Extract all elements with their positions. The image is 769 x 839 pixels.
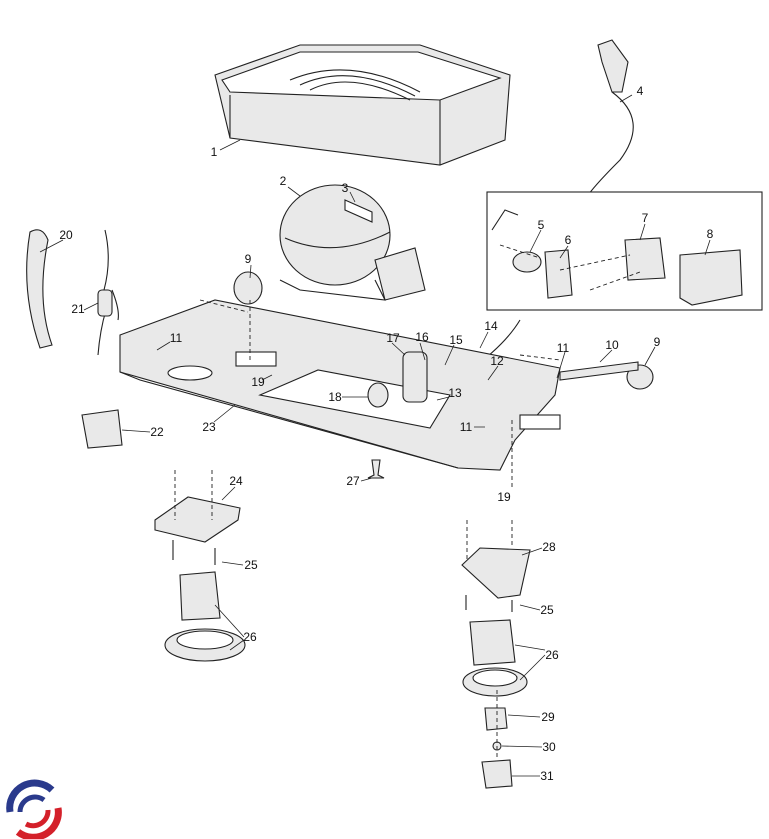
part-fan-motor [233,271,263,305]
callout-17: 17 [386,331,400,345]
callout-28: 28 [542,540,556,554]
part-rod [559,361,639,381]
part-foot [367,459,385,479]
callout-2: 2 [279,174,287,188]
callout-8: 8 [706,227,714,241]
part-left-foot-assembly [154,470,246,662]
callout-30: 30 [542,740,556,754]
part-compressor [279,184,426,301]
part-grommet [367,382,389,408]
part-base-plate [119,299,561,471]
callout-9b: 9 [653,335,661,349]
callout-12: 12 [490,354,504,368]
callout-3: 3 [341,181,349,195]
callout-19b: 19 [497,490,511,504]
callout-14: 14 [484,319,498,333]
part-inset-components [491,209,743,306]
callout-15: 15 [449,333,463,347]
callout-25: 25 [244,558,258,572]
callout-24: 24 [229,474,243,488]
part-filter [402,351,428,403]
part-drip-tray [214,44,511,166]
callout-13: 13 [448,386,462,400]
callout-11: 11 [169,331,183,345]
callout-6: 6 [564,233,572,247]
callout-21: 21 [71,302,85,316]
callout-27: 27 [346,474,360,488]
callout-16: 16 [415,330,429,344]
callout-31: 31 [540,769,554,783]
callout-7: 7 [641,211,649,225]
callout-11b: 11 [556,341,570,355]
callout-10: 10 [605,338,619,352]
callout-26: 26 [243,630,257,644]
callout-1: 1 [210,145,218,159]
callout-19: 19 [251,375,265,389]
callout-5: 5 [537,218,545,232]
part-gasket-strip [26,229,53,349]
callout-18: 18 [328,390,342,404]
callout-11c: 11 [459,420,473,434]
callout-22: 22 [150,425,164,439]
brand-logo [6,779,62,839]
part-clip [81,409,123,449]
callout-26b: 26 [545,648,559,662]
callout-20: 20 [59,228,73,242]
callout-4: 4 [636,84,644,98]
part-right-foot-assembly [461,520,531,789]
callout-23: 23 [202,420,216,434]
callout-29: 29 [541,710,555,724]
callout-25b: 25 [540,603,554,617]
callout-9: 9 [244,252,252,266]
